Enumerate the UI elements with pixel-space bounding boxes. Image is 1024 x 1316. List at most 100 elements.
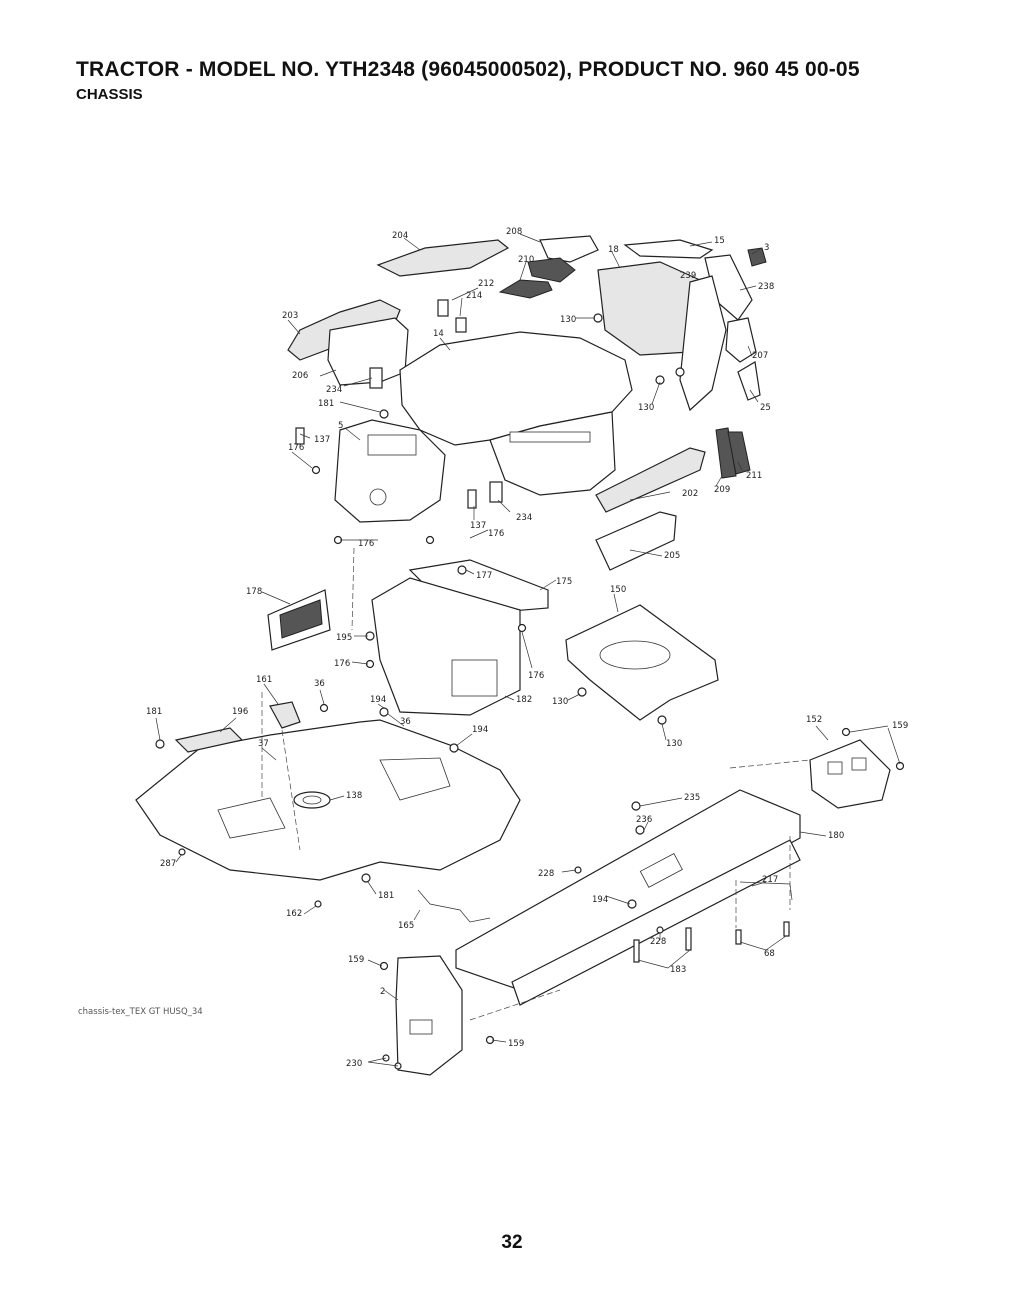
part-183-bolt-b — [685, 927, 692, 951]
part-239-side-rim — [679, 275, 727, 412]
callout-204: 204 — [392, 231, 408, 241]
part-37-pedal-opening — [379, 757, 451, 801]
callout-3: 3 — [764, 243, 769, 253]
callout-212: 212 — [478, 279, 494, 289]
part-3-grille-bar — [747, 247, 767, 267]
callout-205: 205 — [664, 551, 680, 561]
part-176-bolt — [311, 465, 321, 475]
callout-68: 68 — [764, 949, 775, 959]
callout-181-b: 181 — [146, 707, 162, 717]
part-152-rear-bracket — [809, 739, 891, 809]
part-162-screw — [314, 900, 322, 908]
part-36-bolt — [319, 703, 329, 713]
part-68-bolt-b — [783, 921, 790, 937]
part-181-bolt-b — [155, 739, 165, 749]
callout-137-b: 137 — [470, 521, 486, 531]
callout-176-b: 176 — [488, 529, 504, 539]
callout-194-b: 194 — [472, 725, 488, 735]
callout-182: 182 — [516, 695, 532, 705]
callout-211: 211 — [746, 471, 762, 481]
part-206-bracket — [327, 317, 409, 386]
callout-202: 202 — [682, 489, 698, 499]
callout-208: 208 — [506, 227, 522, 237]
assembly-line-e — [469, 989, 561, 1021]
callout-181-c: 181 — [378, 891, 394, 901]
assembly-line — [351, 547, 355, 631]
part-130-screw — [593, 313, 603, 323]
callout-175: 175 — [556, 577, 572, 587]
callout-287: 287 — [160, 859, 176, 869]
callout-203: 203 — [282, 311, 298, 321]
callout-196: 196 — [232, 707, 248, 717]
part-165-rod — [417, 889, 491, 923]
callout-161: 161 — [256, 675, 272, 685]
callout-18: 18 — [608, 245, 619, 255]
callout-236: 236 — [636, 815, 652, 825]
callout-130-c: 130 — [552, 697, 568, 707]
callout-36: 36 — [314, 679, 325, 689]
part-178-vent-slots — [279, 599, 323, 639]
part-130-screw-c — [675, 367, 685, 377]
callout-137: 137 — [314, 435, 330, 445]
callout-206: 206 — [292, 371, 308, 381]
part-159-bolt — [841, 727, 851, 737]
callout-217: 217 — [762, 875, 778, 885]
part-234-clip — [369, 367, 383, 389]
page-title: TRACTOR - MODEL NO. YTH2348 (96045000502… — [76, 58, 860, 81]
part-138-grommet-hole — [302, 795, 322, 805]
part-159-bolt-b — [895, 761, 905, 771]
part-208-emblem — [539, 235, 599, 263]
assembly-line-d — [729, 759, 811, 769]
callout-235: 235 — [684, 793, 700, 803]
part-25-fender-trim — [737, 361, 761, 401]
part-202-front-grille — [595, 447, 706, 513]
callout-159-b: 159 — [348, 955, 364, 965]
file-reference-label: chassis-tex_TEX GT HUSQ_34 — [78, 1007, 203, 1017]
callout-2: 2 — [380, 987, 385, 997]
callout-130-b: 130 — [638, 403, 654, 413]
callout-25: 25 — [760, 403, 771, 413]
callout-159: 159 — [892, 721, 908, 731]
part-177-nut — [457, 565, 467, 575]
part-235-grommet — [631, 801, 641, 811]
callout-181: 181 — [318, 399, 334, 409]
callout-194: 194 — [370, 695, 386, 705]
callout-207: 207 — [752, 351, 768, 361]
part-287-screw — [178, 848, 186, 856]
callout-15: 15 — [714, 236, 725, 246]
part-181-bolt — [379, 409, 389, 419]
callout-176-c: 176 — [358, 539, 374, 549]
part-210-grille-strip — [498, 279, 553, 299]
part-2-bracket-hole — [409, 1019, 433, 1035]
callout-176-d: 176 — [334, 659, 350, 669]
part-181-bolt-c — [361, 873, 371, 883]
part-211-grille-insert — [727, 431, 751, 475]
part-159-bolt-c — [379, 961, 389, 971]
part-15-strip — [623, 239, 714, 259]
callout-214: 214 — [466, 291, 482, 301]
part-130-screw-b — [655, 375, 665, 385]
part-176-bolt-e — [517, 623, 527, 633]
part-236-grommet — [635, 825, 645, 835]
part-2-front-bracket — [395, 955, 463, 1076]
part-207-bumper-corner — [725, 317, 757, 363]
callout-180: 180 — [828, 831, 844, 841]
callout-234: 234 — [326, 385, 342, 395]
callout-159-c: 159 — [508, 1039, 524, 1049]
part-152-slot-b — [851, 757, 867, 771]
part-212-grille-strip — [527, 257, 576, 283]
callout-150: 150 — [610, 585, 626, 595]
callout-37: 37 — [258, 739, 269, 749]
callout-195: 195 — [336, 633, 352, 643]
part-180-frame-cutout — [639, 853, 683, 888]
callout-177: 177 — [476, 571, 492, 581]
callout-176-e: 176 — [528, 671, 544, 681]
callout-234-b: 234 — [516, 513, 532, 523]
part-180-frame-rail — [455, 789, 801, 991]
part-209-grille-insert — [715, 427, 737, 479]
callout-209: 209 — [714, 485, 730, 495]
callout-228: 228 — [538, 869, 554, 879]
callout-36-b: 36 — [400, 717, 411, 727]
callout-14: 14 — [433, 329, 444, 339]
